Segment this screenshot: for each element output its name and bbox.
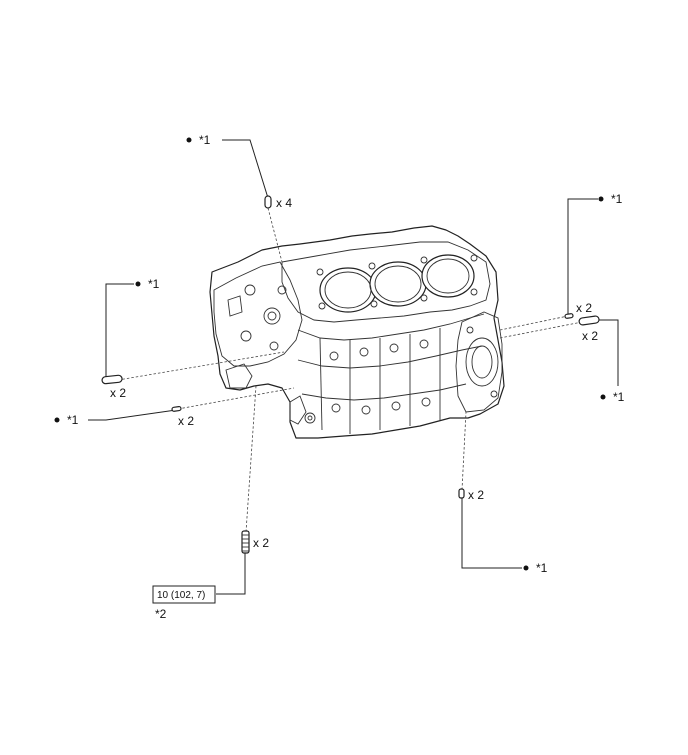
qty-left-upper: x 2	[110, 386, 126, 400]
knock-pin-right-small	[564, 313, 574, 319]
cylinder-bore-1	[319, 267, 377, 313]
ref-mark-left-lower: *1	[67, 413, 79, 427]
ref-mark-bottom-right: *1	[536, 561, 548, 575]
torque-spec-box: 10 (102, 7) *2	[152, 585, 216, 621]
qty-top: x 4	[276, 196, 292, 210]
parts	[101, 195, 600, 554]
leader-lines	[88, 139, 619, 595]
ref-mark-right-upper: *1	[611, 192, 623, 206]
qty-right-small: x 2	[576, 301, 592, 315]
cylinder-bore-2	[369, 261, 427, 307]
engine-block-illustration	[209, 225, 505, 439]
cylinder-bore-3	[421, 254, 475, 298]
ref-mark-top: *1	[199, 133, 211, 147]
qty-bottom-right: x 2	[468, 488, 484, 502]
knock-pin-left-lower	[171, 405, 182, 412]
knock-pin-left-upper	[101, 374, 123, 385]
qty-right-large: x 2	[582, 329, 598, 343]
ref-mark-torque: *2	[155, 607, 167, 621]
ref-mark-left-upper: *1	[148, 277, 160, 291]
torque-spec-text: 10 (102, 7)	[157, 590, 205, 601]
knock-pin-right-large	[578, 315, 600, 326]
stud-bolt	[241, 530, 250, 554]
knock-pin-bottom-right	[458, 488, 465, 499]
reference-dots	[54, 137, 606, 571]
knock-pin-top	[264, 195, 272, 209]
qty-stud: x 2	[253, 536, 269, 550]
qty-left-lower: x 2	[178, 414, 194, 428]
ref-mark-right-lower: *1	[613, 390, 625, 404]
callout-labels: *1 x 4 *1 x 2 *1 x 2 *1 x 2 x 2 *1 x 2 *…	[67, 133, 625, 575]
install-lines	[117, 207, 583, 533]
